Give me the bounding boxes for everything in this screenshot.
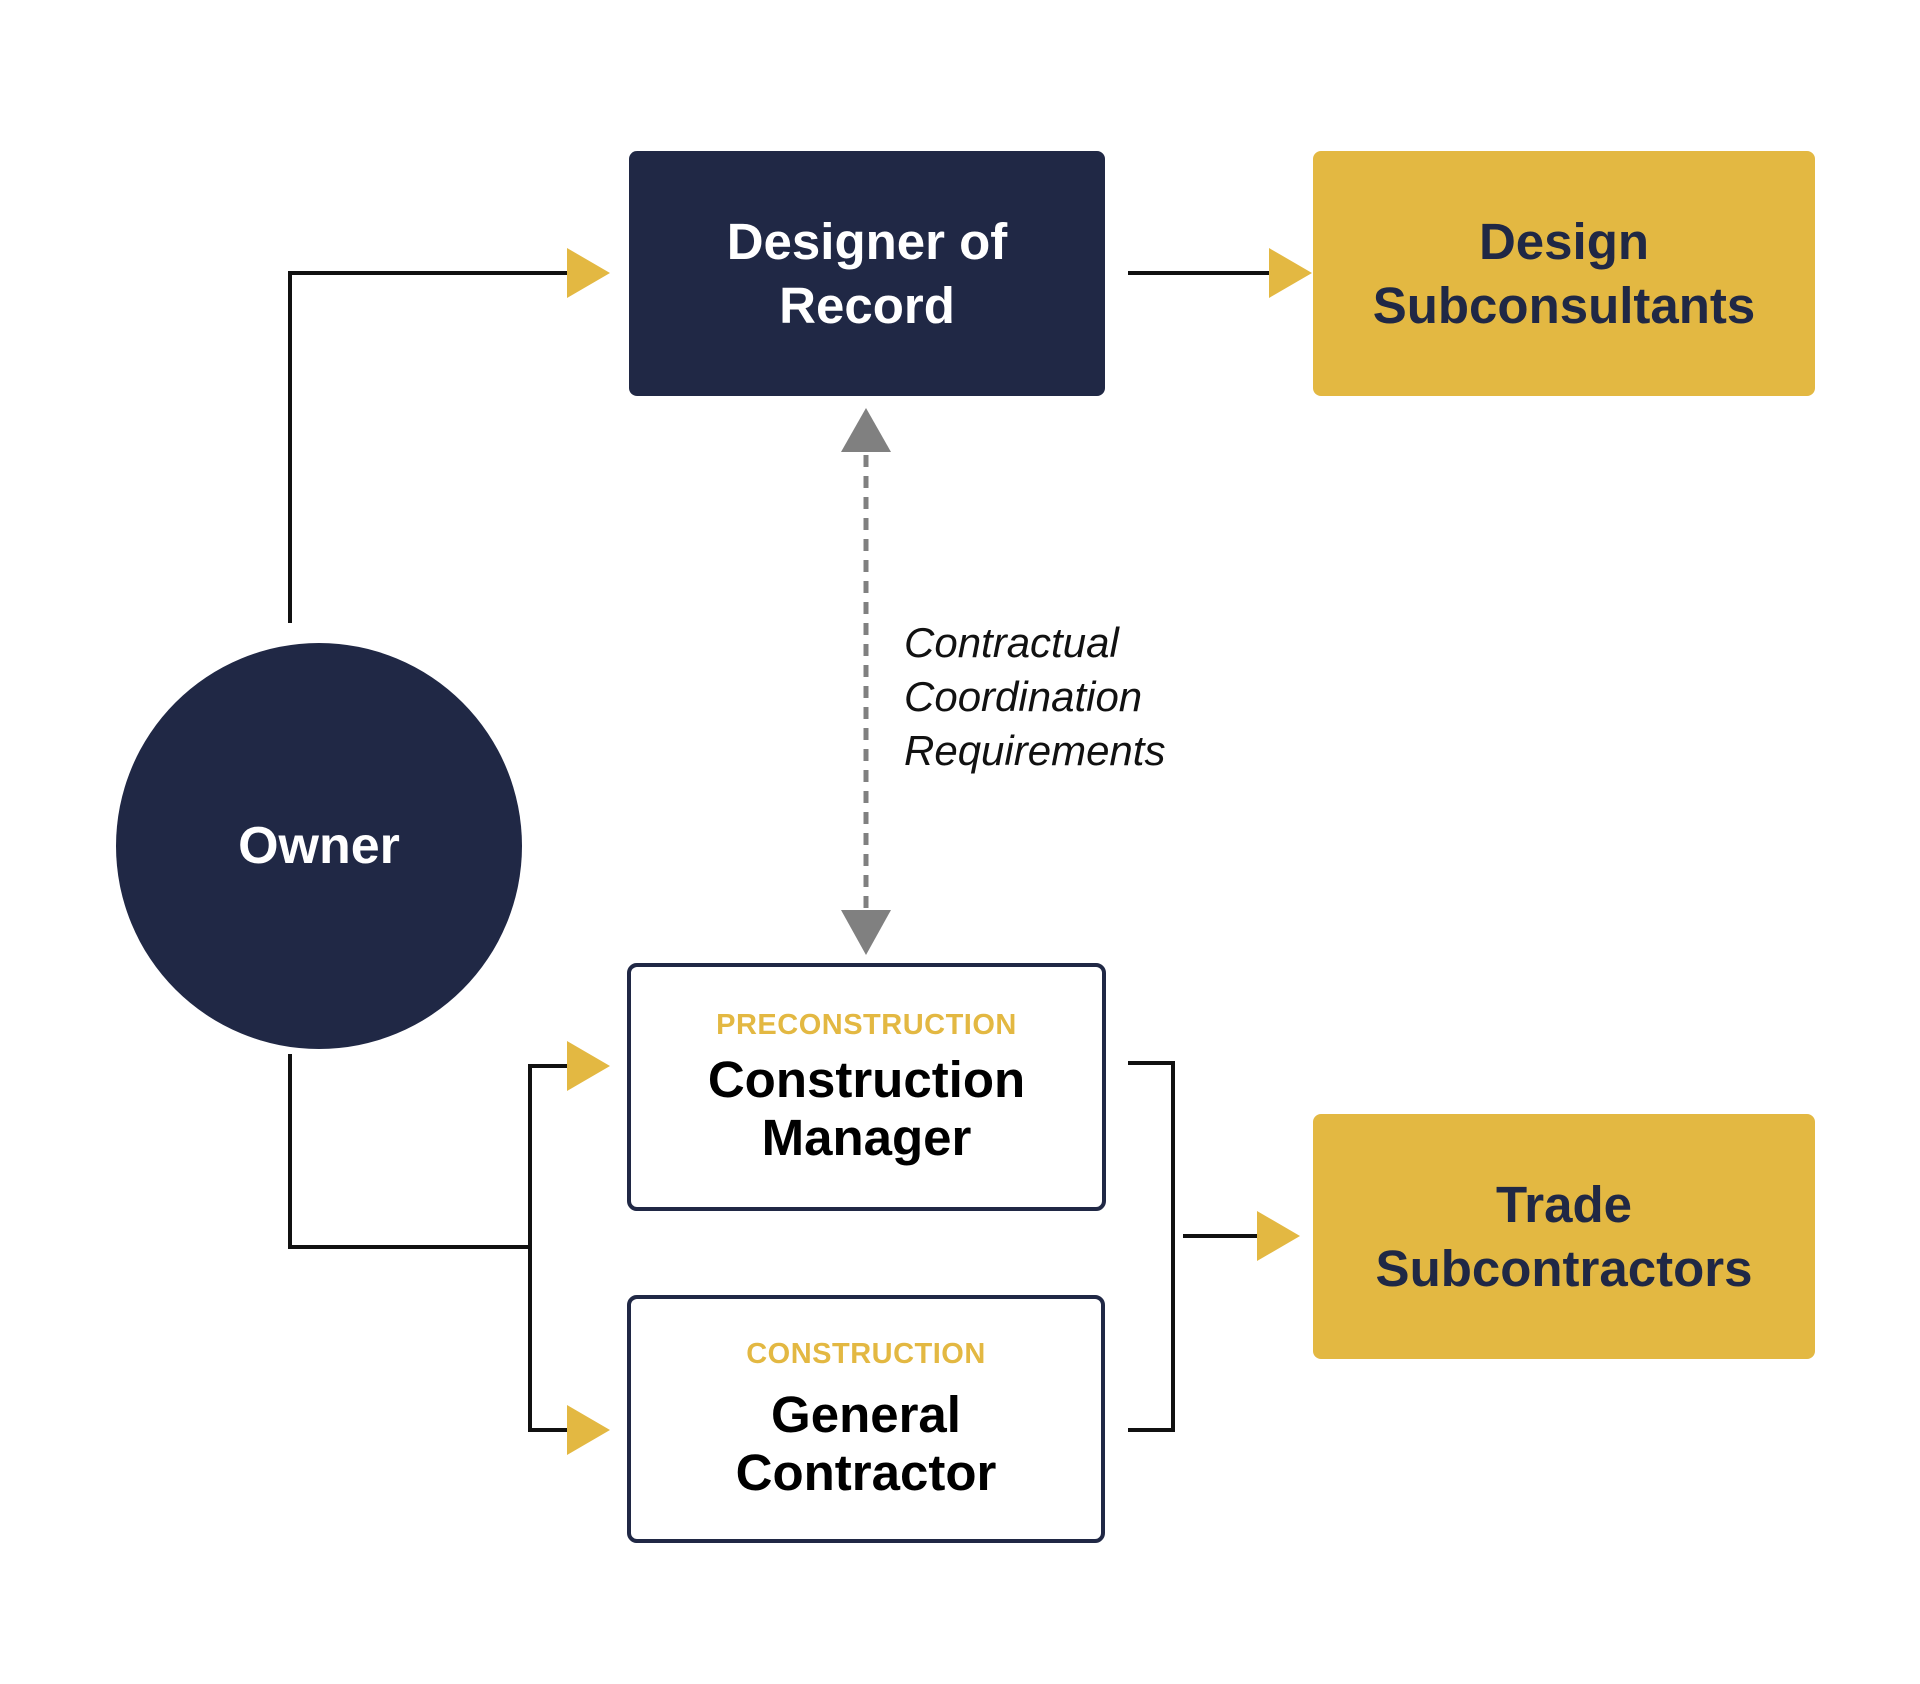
connector-contractor-bracket	[528, 1064, 570, 1432]
general-contractor-box: CONSTRUCTION General Contractor	[627, 1295, 1105, 1543]
design-subconsultants-box: Design Subconsultants	[1313, 151, 1815, 396]
general-contractor-phase: CONSTRUCTION	[746, 1338, 986, 1370]
coordination-note-line3: Requirements	[904, 727, 1166, 774]
trade-subcontractors-line2: Subcontractors	[1375, 1239, 1753, 1297]
coordination-note-line1: Contractual	[904, 619, 1119, 666]
designer-of-record-line2: Record	[779, 276, 955, 334]
coordination-note: Contractual Coordination Requirements	[904, 616, 1165, 778]
design-subconsultants-line2: Subconsultants	[1372, 276, 1756, 334]
connector-owner-to-designer	[288, 271, 570, 623]
designer-of-record-box: Designer of Record	[629, 151, 1105, 396]
coordination-note-line2: Coordination	[904, 673, 1143, 720]
coordination-arrowhead-down	[841, 910, 891, 955]
trade-subcontractors-box: Trade Subcontractors	[1313, 1114, 1815, 1359]
arrowhead-construction-manager	[567, 1041, 610, 1091]
general-contractor-line2: Contractor	[735, 1444, 997, 1501]
construction-manager-phase: PRECONSTRUCTION	[716, 1009, 1017, 1041]
construction-manager-line1: Construction	[707, 1051, 1026, 1108]
general-contractor-line1: General	[771, 1386, 961, 1443]
design-subconsultants-line1: Design	[1478, 212, 1650, 270]
connector-contractors-bracket-right	[1128, 1061, 1175, 1432]
trade-subcontractors-line1: Trade	[1495, 1175, 1633, 1233]
arrowhead-designer	[567, 248, 610, 298]
arrowhead-general-contractor	[567, 1405, 610, 1455]
construction-manager-box: PRECONSTRUCTION Construction Manager	[627, 963, 1106, 1211]
connector-owner-to-contractors	[288, 1054, 530, 1249]
owner-circle: Owner	[116, 643, 522, 1049]
arrowhead-trade-subcontractors	[1257, 1211, 1300, 1261]
arrowhead-design-subconsultants	[1269, 248, 1312, 298]
coordination-arrowhead-up	[841, 408, 891, 452]
designer-of-record-line1: Designer of	[726, 212, 1008, 270]
owner-label: Owner	[238, 817, 400, 875]
construction-manager-line2: Manager	[761, 1109, 972, 1166]
